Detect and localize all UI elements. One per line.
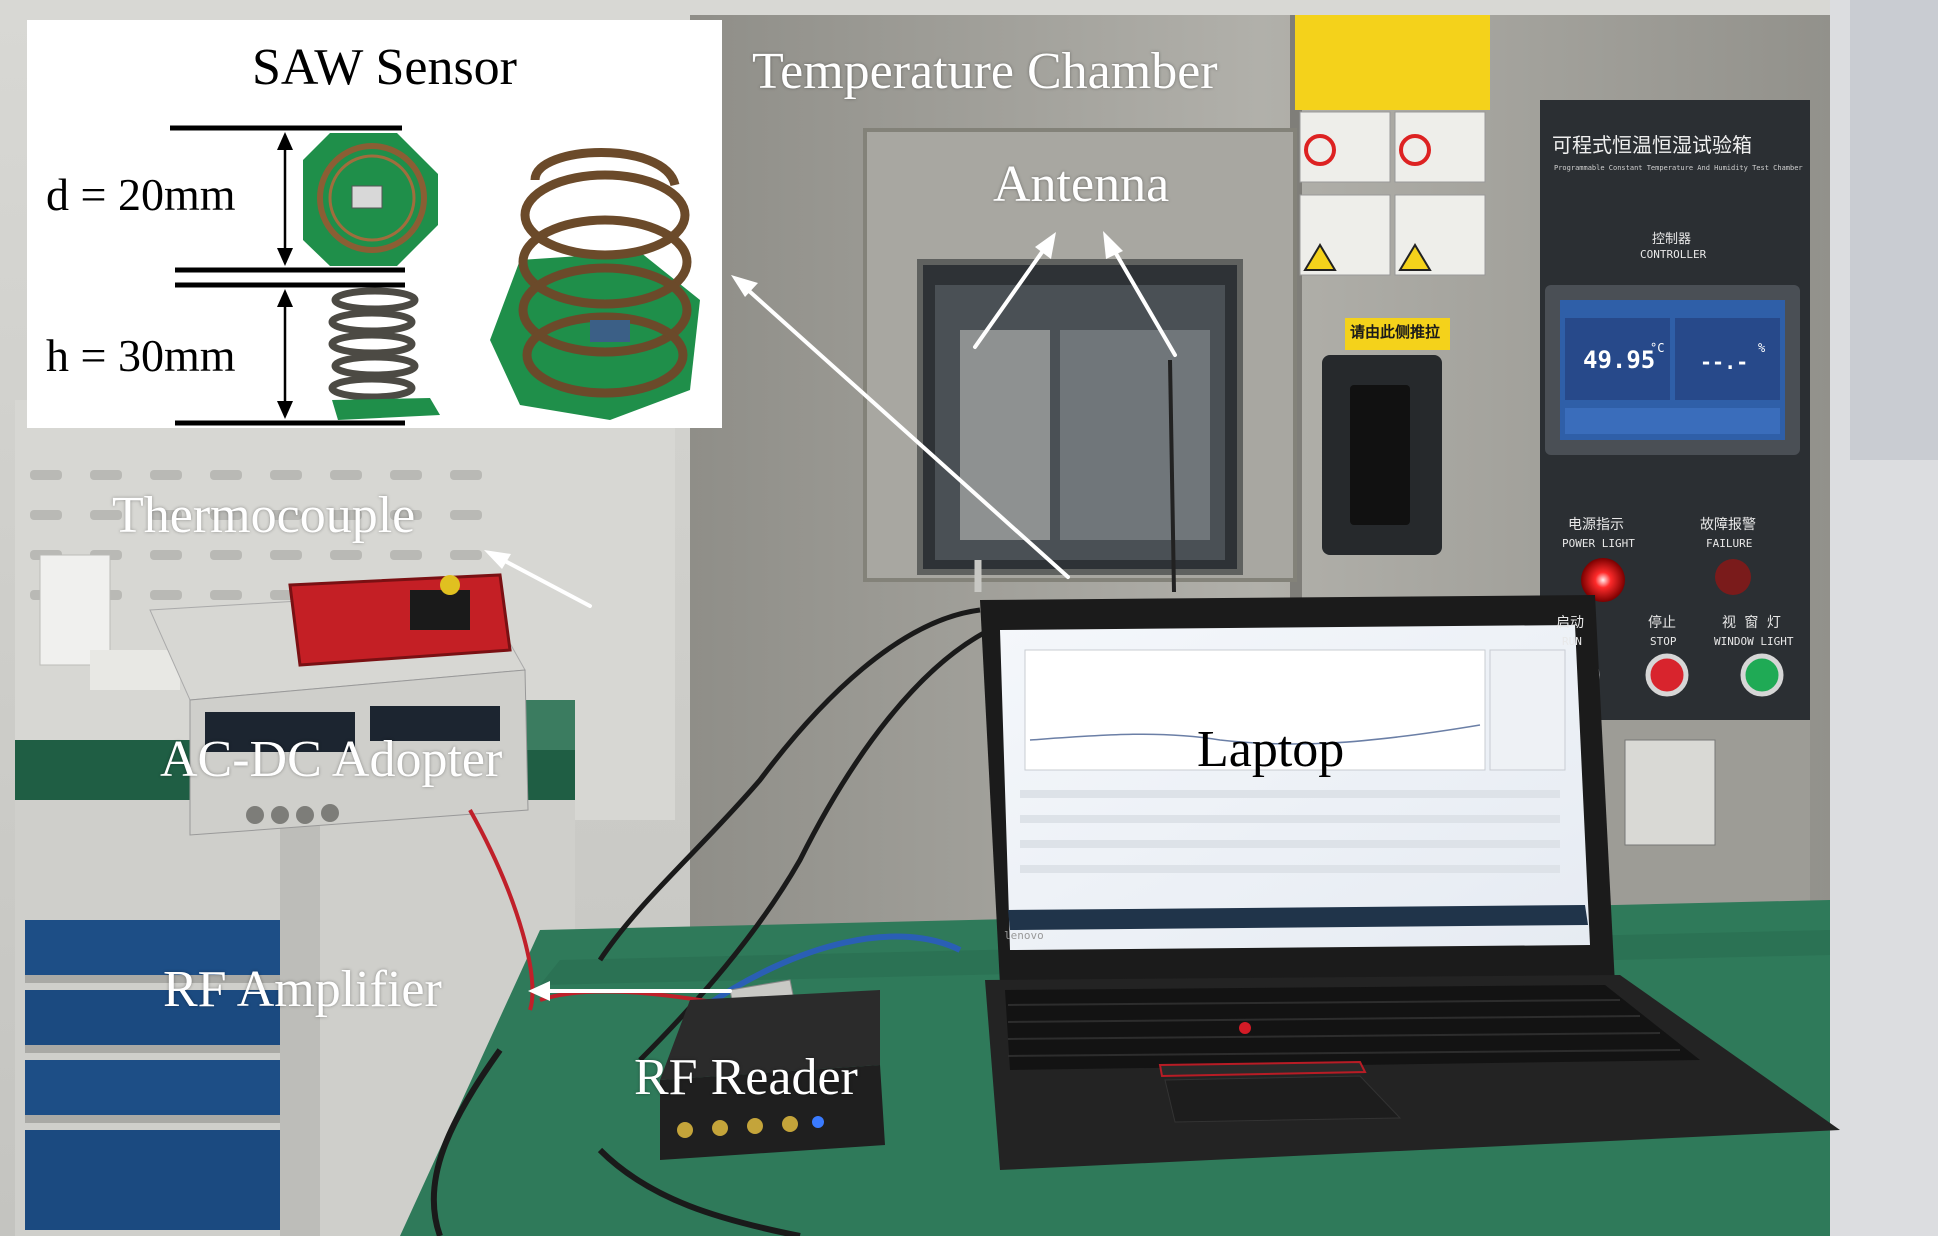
dimension-lines [170,125,405,426]
dimension-arrowheads [277,132,293,419]
rf-reader [660,990,885,1160]
sensor-coil-3d [490,148,700,420]
saw-sensor-arrow [746,288,1070,579]
power-light-label-cn: 电源指示 [1568,517,1624,533]
thermocouple-arrow [501,558,592,608]
h-dimension-label: h = 30mm [46,330,236,381]
callout-arrowheads [484,231,1123,1001]
usb-port-cover [1624,739,1716,846]
controller-display [1545,285,1800,455]
stop-label-cn: 停止 [1648,615,1676,631]
controller-label-cn: 控制器 [1652,232,1692,247]
window-light-button[interactable] [1740,653,1784,697]
chamber-title-cn: 可程式恒温恒湿试验箱 [1552,133,1752,157]
antenna-arrow-left [973,243,1049,349]
psu-display [205,712,355,752]
laptop-label: Laptop [1197,721,1345,778]
saw-sensor-title: SAW Sensor [252,39,518,96]
ac-dc-adopter-label: AC-DC Adopter [160,731,503,788]
power-light-led [1581,558,1625,602]
display-humidity-unit: % [1758,341,1766,355]
controller-label-en: CONTROLLER [1640,248,1707,261]
window-light-label-en: WINDOW LIGHT [1714,635,1794,648]
display-humidity: --.- [1700,350,1749,374]
antenna-rod-right [1168,359,1176,593]
saw-sensor-inset [27,20,722,428]
failure-label-en: FAILURE [1706,537,1753,550]
chamber-title-en: Programmable Constant Temperature And Hu… [1554,164,1803,172]
caution-labels [1299,111,1486,276]
door-sign-plate [1345,318,1450,350]
run-label-en: RUN [1562,635,1582,648]
display-temperature-unit: °C [1650,341,1665,355]
sensor-pcb-top [303,133,438,266]
temperature-chamber-label: Temperature Chamber [752,43,1218,100]
antenna-arrow-right [1109,243,1177,357]
chamber-window [917,259,1243,575]
failure-led [1715,559,1751,595]
laptop-brand-logo: lenovo [1004,929,1044,942]
d-dimension-label: d = 20mm [46,169,236,220]
antenna-label: Antenna [993,156,1170,213]
laptop [980,595,1840,1170]
window-frame [1850,0,1938,460]
power-light-label-en: POWER LIGHT [1562,537,1635,550]
stop-button[interactable] [1645,653,1689,697]
rf-reader-label: RF Reader [634,1049,858,1106]
window-light-label-cn: 视 窗 灯 [1722,615,1781,631]
door-sign-text: 请由此侧推拉 [1350,323,1441,341]
callout-arrows [501,243,1177,993]
failure-label-cn: 故障报警 [1700,517,1756,533]
run-label-cn: 启动 [1556,615,1584,631]
multimeter [288,573,512,667]
temperature-chamber [690,15,1830,980]
rf-amplifier-label: RF Amplifier [163,961,442,1018]
thermocouple-label: Thermocouple [112,487,416,544]
warning-sticker [1295,15,1490,110]
display-temperature: 49.95 [1583,346,1656,374]
sensor-spring-side [328,287,419,401]
stop-label-en: STOP [1650,635,1677,648]
